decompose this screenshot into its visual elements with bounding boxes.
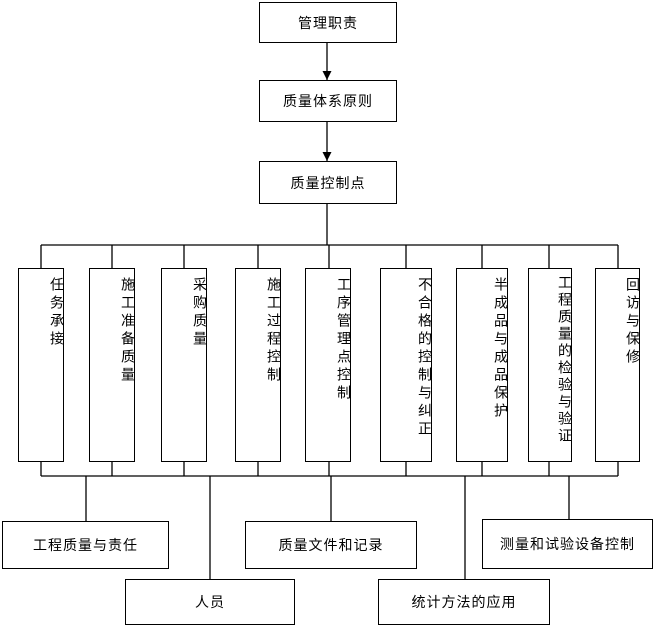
documents-records-label: 质量文件和记录 [278,538,384,554]
quality-responsibility-box: 工程质量与责任 [2,521,169,569]
branch-nonconformity-control: 不合格的控制与纠正 [380,268,432,462]
personnel-box: 人员 [125,579,295,625]
documents-records-box: 质量文件和记录 [245,521,417,569]
quality-system-principle-label: 质量体系原则 [283,94,373,110]
personnel-label: 人员 [195,595,225,611]
measurement-equipment-box: 测量和试验设备控制 [482,519,653,569]
branch-inspection-verification: 工程质量的检验与验证 [528,268,572,462]
measurement-equipment-label: 测量和试验设备控制 [500,537,635,553]
branch-label: 任务承接 [48,277,64,349]
statistics-label: 统计方法的应用 [411,595,517,611]
branch-label: 工序管理点控制 [335,277,351,403]
branch-label: 工程质量的检验与验证 [556,275,572,445]
branch-label: 回访与保修 [624,277,640,367]
branch-return-visit-warranty: 回访与保修 [595,268,640,462]
management-responsibility-box: 管理职责 [259,2,397,43]
branch-construction-preparation: 施工准备质量 [89,268,135,462]
branch-product-protection: 半成品与成品保护 [456,268,508,462]
quality-control-point-box: 质量控制点 [259,161,397,204]
statistics-box: 统计方法的应用 [378,579,550,625]
quality-system-principle-box: 质量体系原则 [259,80,397,122]
management-responsibility-label: 管理职责 [298,15,358,32]
quality-control-point-label: 质量控制点 [290,175,366,192]
branch-label: 施工过程控制 [265,277,281,385]
branch-label: 施工准备质量 [119,277,135,385]
branch-task-acceptance: 任务承接 [18,268,64,462]
branch-label: 不合格的控制与纠正 [416,277,432,439]
branch-label: 采购质量 [191,277,207,349]
quality-responsibility-label: 工程质量与责任 [33,538,138,554]
branch-procurement-quality: 采购质量 [161,268,207,462]
branch-construction-process-control: 施工过程控制 [235,268,281,462]
branch-process-control-point: 工序管理点控制 [305,268,351,462]
branch-label: 半成品与成品保护 [492,277,508,421]
